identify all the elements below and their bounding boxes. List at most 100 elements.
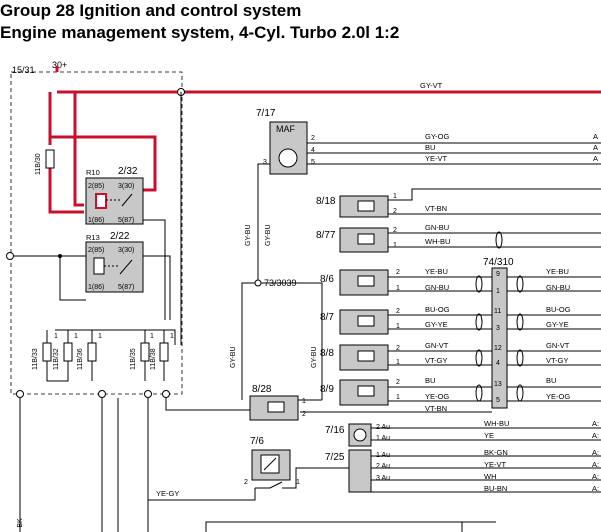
fuse-11b30 bbox=[45, 149, 55, 169]
svg-text:GY-BU: GY-BU bbox=[265, 224, 272, 246]
svg-text:1: 1 bbox=[393, 242, 397, 249]
svg-text:A: A bbox=[593, 143, 598, 152]
page-subtitle: Engine management system, 4-Cyl. Turbo 2… bbox=[0, 23, 400, 42]
svg-text:5: 5 bbox=[311, 159, 315, 166]
maf-id: 7/17 bbox=[256, 108, 276, 119]
supply-label: 30+ bbox=[52, 60, 67, 70]
svg-text:A:: A: bbox=[592, 448, 599, 457]
svg-text:2: 2 bbox=[396, 308, 400, 315]
page-title: Group 28 Ignition and control system bbox=[0, 1, 302, 20]
svg-text:YE-GY: YE-GY bbox=[156, 489, 179, 498]
svg-text:3 Au: 3 Au bbox=[376, 475, 390, 482]
component-8-18: 8/18 bbox=[316, 195, 389, 218]
svg-text:A:: A: bbox=[592, 472, 599, 481]
svg-text:YE-VT: YE-VT bbox=[425, 154, 448, 163]
r13-label: R13 bbox=[86, 233, 100, 242]
svg-text:VT-BN: VT-BN bbox=[425, 404, 447, 413]
svg-text:2(85): 2(85) bbox=[88, 183, 104, 190]
svg-text:7/25: 7/25 bbox=[325, 452, 345, 463]
svg-text:A:: A: bbox=[592, 484, 599, 493]
svg-text:12: 12 bbox=[494, 345, 502, 352]
component-8-6: 8/6 bbox=[320, 269, 389, 296]
supply-wire-red bbox=[55, 66, 601, 94]
svg-text:5: 5 bbox=[496, 397, 500, 404]
svg-text:A:: A: bbox=[592, 431, 599, 440]
component-8-7: 8/7 bbox=[320, 309, 389, 335]
component-7-16: 7/16 bbox=[325, 423, 372, 447]
svg-text:GN-BU: GN-BU bbox=[425, 283, 449, 292]
gy-vt-label: GY-VT bbox=[420, 81, 443, 90]
svg-text:2: 2 bbox=[393, 227, 397, 234]
component-8-9: 8/9 bbox=[320, 379, 389, 406]
connector-id: 74/310 bbox=[483, 257, 514, 268]
component-8-8: 8/8 bbox=[320, 344, 389, 371]
svg-text:1 Au: 1 Au bbox=[376, 435, 390, 442]
svg-text:A: A bbox=[593, 132, 598, 141]
svg-text:WH-BU: WH-BU bbox=[484, 419, 509, 428]
svg-text:VT-GY: VT-GY bbox=[546, 356, 569, 365]
svg-text:1: 1 bbox=[150, 333, 154, 340]
svg-text:YE-OG: YE-OG bbox=[546, 392, 570, 401]
connector-74-310 bbox=[491, 267, 508, 409]
svg-text:8/28: 8/28 bbox=[252, 384, 272, 395]
svg-text:GY-OG: GY-OG bbox=[425, 132, 449, 141]
svg-text:2: 2 bbox=[244, 479, 248, 486]
svg-text:GY-YE: GY-YE bbox=[546, 320, 569, 329]
svg-text:7/6: 7/6 bbox=[250, 436, 264, 447]
connector-pins: 9 1 11 3 12 4 13 5 bbox=[494, 271, 502, 404]
svg-text:BU: BU bbox=[425, 376, 435, 385]
component-7-6: 7/6 bbox=[250, 436, 291, 481]
svg-text:GN-BU: GN-BU bbox=[425, 223, 449, 232]
svg-text:2: 2 bbox=[396, 269, 400, 276]
svg-text:4: 4 bbox=[311, 147, 315, 154]
svg-text:2(85): 2(85) bbox=[88, 247, 104, 254]
svg-text:2: 2 bbox=[396, 379, 400, 386]
svg-text:8/8: 8/8 bbox=[320, 348, 334, 359]
fuse-box-outline bbox=[10, 71, 183, 395]
svg-text:2: 2 bbox=[393, 208, 397, 215]
svg-text:GY-BU: GY-BU bbox=[311, 346, 318, 368]
svg-text:YE-BU: YE-BU bbox=[425, 267, 448, 276]
svg-text:4: 4 bbox=[496, 360, 500, 367]
svg-text:11B/38: 11B/38 bbox=[150, 348, 157, 370]
svg-text:1: 1 bbox=[170, 333, 174, 340]
svg-text:1: 1 bbox=[296, 479, 300, 486]
svg-text:1: 1 bbox=[302, 398, 306, 405]
splice-node bbox=[254, 279, 262, 287]
svg-text:MAF: MAF bbox=[276, 124, 296, 134]
svg-text:7/16: 7/16 bbox=[325, 425, 345, 436]
svg-text:3(30): 3(30) bbox=[118, 183, 134, 190]
svg-text:11B/33: 11B/33 bbox=[32, 348, 39, 370]
svg-text:BU-OG: BU-OG bbox=[546, 305, 571, 314]
svg-text:VT-BN: VT-BN bbox=[425, 204, 447, 213]
svg-text:GN-BU: GN-BU bbox=[546, 283, 570, 292]
svg-text:YE-OG: YE-OG bbox=[425, 392, 449, 401]
svg-text:11B/36: 11B/36 bbox=[77, 348, 84, 370]
svg-text:1: 1 bbox=[54, 333, 58, 340]
r13-code: 2/22 bbox=[110, 231, 130, 242]
svg-text:8/7: 8/7 bbox=[320, 312, 334, 323]
component-8-28: 8/28 bbox=[249, 384, 299, 421]
svg-text:2: 2 bbox=[311, 135, 315, 142]
svg-text:9: 9 bbox=[496, 271, 500, 278]
svg-text:1(86): 1(86) bbox=[88, 284, 104, 291]
svg-text:1: 1 bbox=[396, 394, 400, 401]
svg-text:BU-OG: BU-OG bbox=[425, 305, 450, 314]
svg-text:GY-BU: GY-BU bbox=[230, 346, 237, 368]
svg-text:BU: BU bbox=[425, 143, 435, 152]
svg-text:WH-BU: WH-BU bbox=[425, 237, 450, 246]
svg-text:3(30): 3(30) bbox=[118, 247, 134, 254]
svg-text:11: 11 bbox=[494, 308, 501, 315]
svg-text:GN-VT: GN-VT bbox=[425, 341, 449, 350]
svg-text:8/6: 8/6 bbox=[320, 274, 334, 285]
svg-text:BU-BN: BU-BN bbox=[484, 484, 507, 493]
svg-text:A:: A: bbox=[592, 460, 599, 469]
svg-text:5(87): 5(87) bbox=[118, 217, 134, 224]
svg-text:1: 1 bbox=[74, 333, 78, 340]
svg-text:8/77: 8/77 bbox=[316, 230, 336, 241]
svg-text:BK-GN: BK-GN bbox=[484, 448, 508, 457]
svg-text:1(86): 1(86) bbox=[88, 217, 104, 224]
svg-text:8/18: 8/18 bbox=[316, 196, 336, 207]
svg-text:YE: YE bbox=[484, 431, 494, 440]
